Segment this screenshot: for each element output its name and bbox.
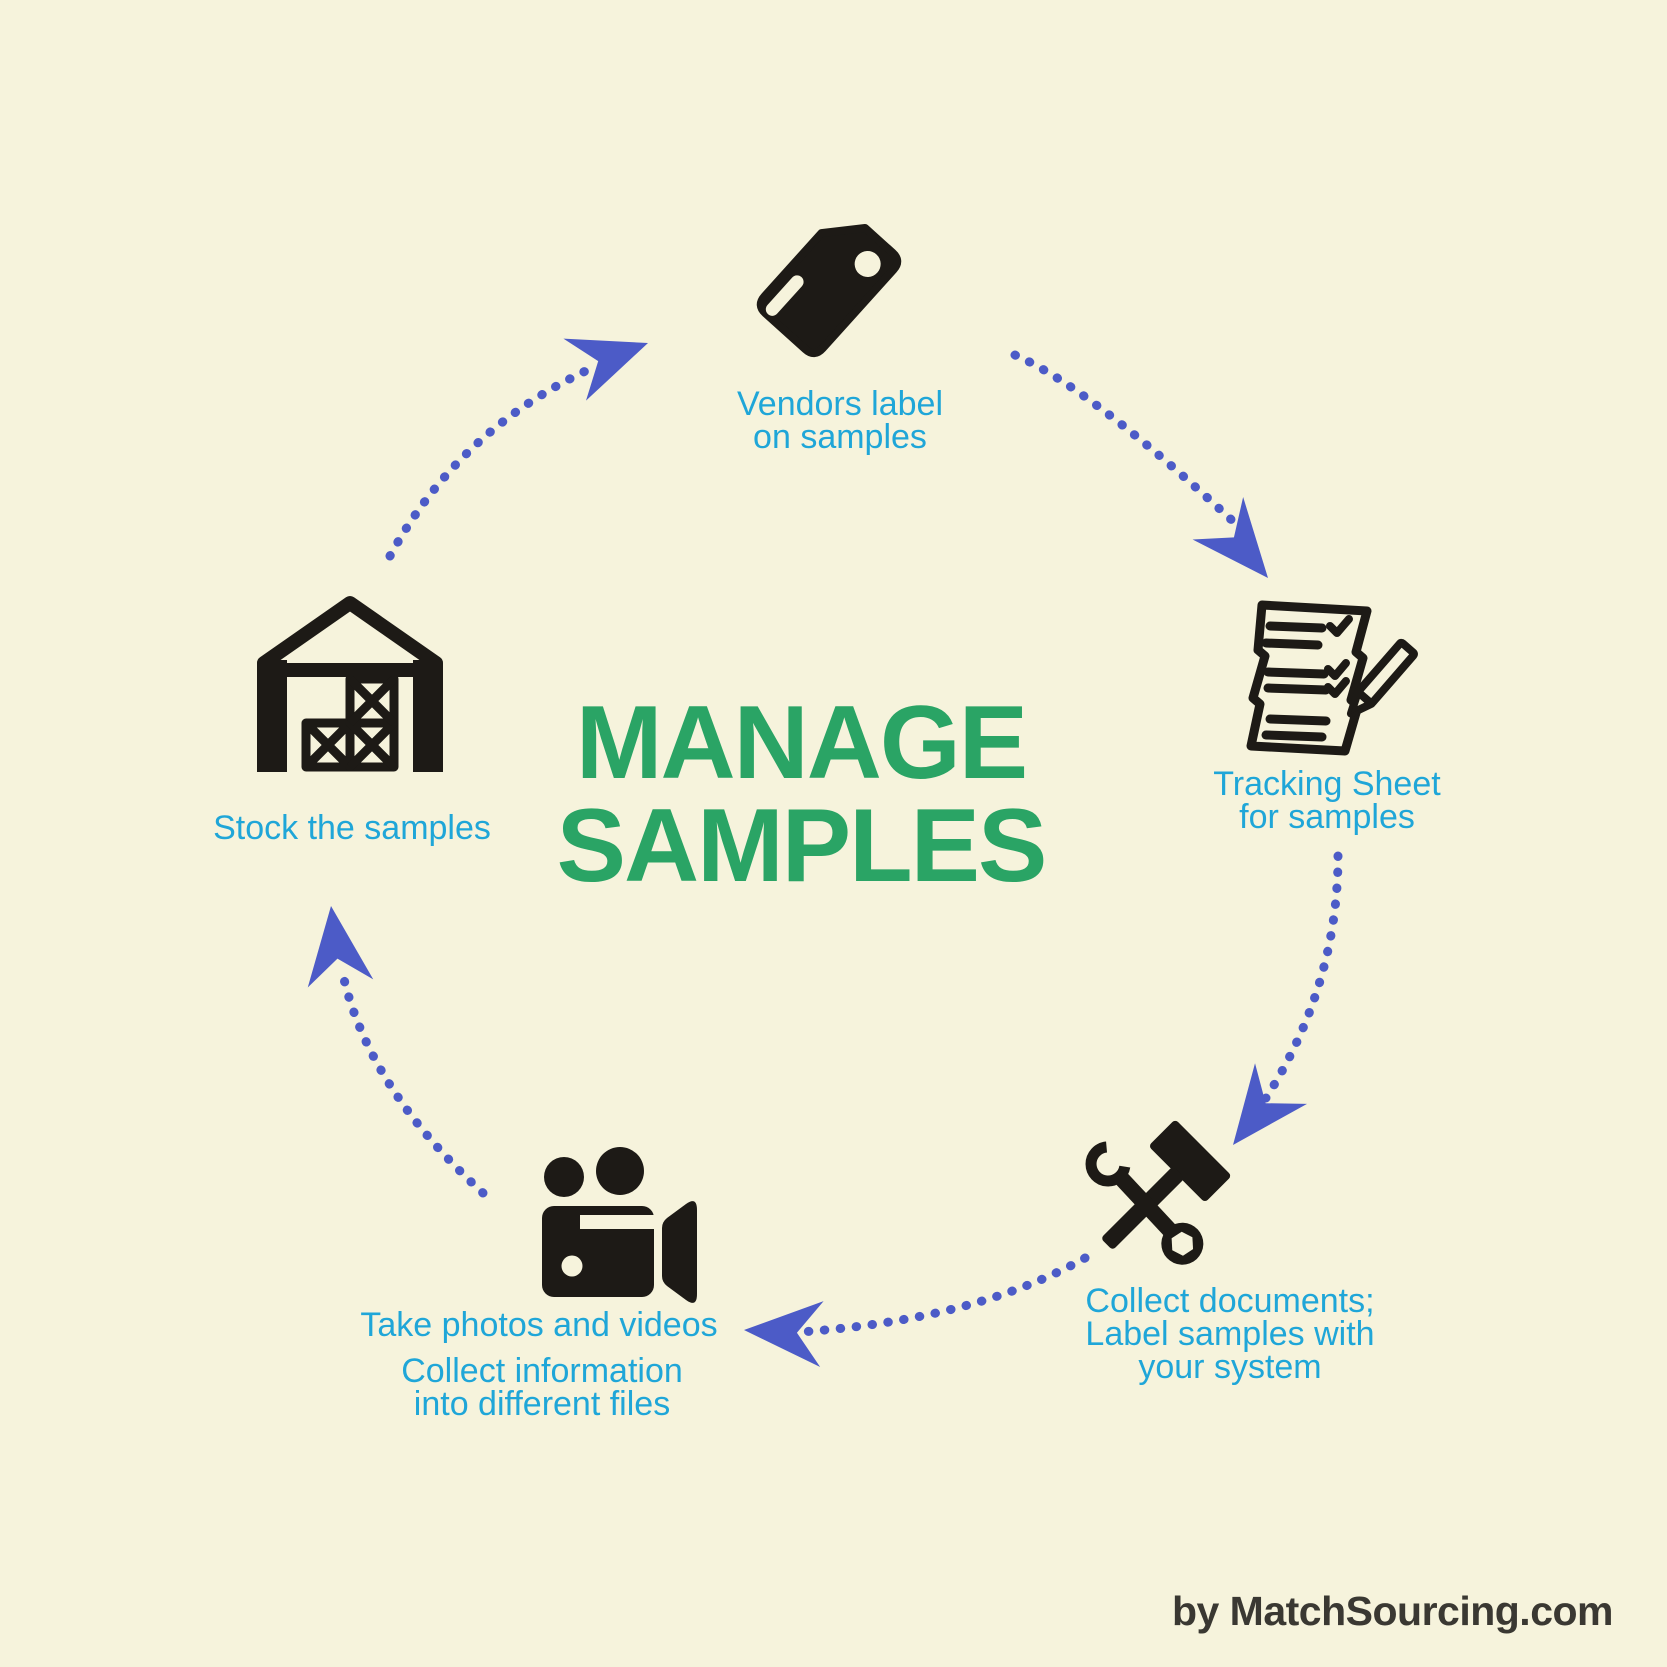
label-line: on samples [753, 418, 927, 456]
label-line: Vendors label [736, 385, 944, 423]
arrow-tracking-to-collect [1233, 851, 1343, 1145]
label-line: Label samples with [1085, 1315, 1375, 1353]
label-line: Take photos and videos [360, 1306, 718, 1344]
label-line: for samples [1239, 798, 1415, 836]
arrowhead-icon [563, 338, 648, 401]
arrow-collect-to-photos [744, 1253, 1090, 1368]
arrowhead-icon [307, 906, 374, 988]
label-vendors: Vendors label on samples [736, 385, 944, 456]
label-take-photos: Take photos and videos [360, 1306, 718, 1344]
label-line: your system [1138, 1348, 1322, 1386]
warehouse-icon [257, 596, 443, 772]
title-line-1: MANAGE [575, 685, 1028, 801]
label-collect-documents: Collect documents; Label samples with yo… [1085, 1282, 1375, 1386]
arrowhead-icon [744, 1301, 824, 1368]
label-tracking-sheet: Tracking Sheet for samples [1213, 765, 1441, 836]
checkmark-icon [1324, 615, 1353, 698]
page-title: MANAGE SAMPLES [556, 685, 1048, 904]
pencil-icon [1346, 638, 1418, 718]
label-line: into different files [413, 1385, 671, 1423]
credit-text: by MatchSourcing.com [1171, 1588, 1614, 1634]
hammer-icon [1102, 1120, 1231, 1249]
title-line-2: SAMPLES [556, 788, 1048, 904]
wrench-icon [1085, 1141, 1204, 1265]
arrow-vendors-to-tracking [1010, 350, 1268, 578]
tools-icon [1085, 1120, 1231, 1265]
arrow-stock-to-vendors [385, 338, 648, 561]
label-collect-information: Collect information into different files [401, 1352, 683, 1423]
crates-icon [301, 674, 399, 772]
label-line: Collect documents; [1085, 1282, 1375, 1320]
nut-icon [1171, 1231, 1194, 1256]
arrow-photos-to-stock [307, 906, 488, 1198]
label-line: Tracking Sheet [1213, 765, 1441, 803]
tag-icon [756, 224, 902, 358]
arrowhead-icon [1192, 497, 1268, 578]
label-stock-samples: Stock the samples [213, 809, 491, 847]
checklist-pencil-icon [1246, 600, 1418, 756]
video-camera-icon [542, 1147, 697, 1303]
arrowhead-icon [1233, 1063, 1308, 1145]
label-line: Collect information [401, 1352, 683, 1390]
label-line: Stock the samples [213, 809, 491, 847]
